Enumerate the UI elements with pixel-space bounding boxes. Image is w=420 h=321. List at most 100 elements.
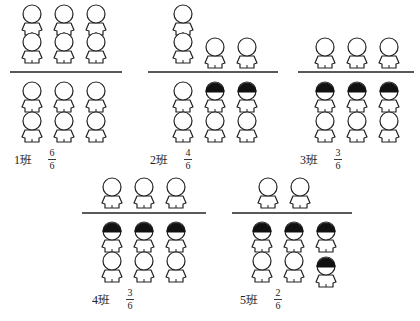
- figure-body: [315, 100, 335, 112]
- figure-head: [135, 252, 153, 270]
- figure-head: [135, 178, 153, 196]
- boy-figure: [173, 112, 193, 142]
- fraction-numerator: 6: [50, 148, 55, 158]
- boy-figure: [54, 112, 74, 142]
- figure-body: [316, 275, 336, 287]
- boy-figure: [102, 252, 122, 282]
- figure-head: [174, 33, 192, 51]
- figure-head: [55, 33, 73, 51]
- figure-head: [348, 38, 366, 56]
- figure-head: [285, 252, 303, 270]
- figure-legs: [247, 139, 248, 142]
- figure-head: [380, 82, 398, 100]
- boy-figure: [22, 5, 42, 35]
- figure-legs: [215, 65, 216, 68]
- figure-hair: [317, 223, 335, 232]
- boy-figure: [347, 112, 367, 142]
- boy-figure: [86, 33, 106, 63]
- boy-figure: [205, 112, 225, 142]
- girl-figure: [379, 82, 399, 112]
- figure-head: [174, 82, 192, 100]
- figure-legs: [32, 60, 33, 63]
- boy-figure: [22, 33, 42, 63]
- figure-head: [259, 178, 277, 196]
- figure-head: [291, 178, 309, 196]
- girl-figure: [284, 222, 304, 252]
- figure-legs: [357, 65, 358, 68]
- figure-head: [23, 33, 41, 51]
- boy-figure: [54, 33, 74, 63]
- boy-figure: [54, 5, 74, 35]
- figure-head: [23, 5, 41, 23]
- figure-head: [167, 252, 185, 270]
- figure-hair: [317, 258, 335, 267]
- figure-body: [86, 51, 106, 63]
- figure-body: [102, 196, 122, 208]
- figure-head: [316, 38, 334, 56]
- girl-figure: [237, 82, 257, 112]
- figure-body: [166, 196, 186, 208]
- figure-legs: [325, 65, 326, 68]
- figure-body: [379, 130, 399, 142]
- figure-head: [55, 5, 73, 23]
- fraction-denominator: 6: [276, 301, 281, 311]
- figure-body: [258, 196, 278, 208]
- figure-legs: [325, 139, 326, 142]
- figure-hair: [206, 83, 224, 92]
- boy-figure: [22, 82, 42, 112]
- figure-body: [315, 130, 335, 142]
- girl-figure: [134, 222, 154, 252]
- girl-figure: [205, 82, 225, 112]
- figure-hair: [238, 83, 256, 92]
- fraction-numerator: 4: [186, 148, 191, 158]
- divider-line: [232, 212, 352, 213]
- figure-body: [22, 130, 42, 142]
- figure-head: [316, 112, 334, 130]
- figure-head: [23, 82, 41, 100]
- figure-head: [253, 222, 271, 240]
- figure-hair: [167, 223, 185, 232]
- figure-hair: [285, 223, 303, 232]
- figure-body: [22, 51, 42, 63]
- figure-head: [103, 178, 121, 196]
- figure-body: [237, 56, 257, 68]
- figure-head: [380, 38, 398, 56]
- figure-body: [173, 51, 193, 63]
- figure-legs: [176, 279, 177, 282]
- figure-body: [290, 196, 310, 208]
- figure-body: [284, 240, 304, 252]
- figure-legs: [357, 139, 358, 142]
- figure-legs: [326, 249, 327, 252]
- boy-figure: [134, 178, 154, 208]
- figure-head: [55, 82, 73, 100]
- figure-legs: [294, 279, 295, 282]
- class-label: 5班: [240, 294, 258, 306]
- figure-head: [348, 82, 366, 100]
- figure-body: [252, 270, 272, 282]
- figure-head: [206, 82, 224, 100]
- figure-body: [379, 56, 399, 68]
- figure-head: [167, 178, 185, 196]
- class-label: 4班: [92, 294, 110, 306]
- divider-line: [82, 212, 206, 213]
- figure-legs: [389, 65, 390, 68]
- figure-legs: [64, 139, 65, 142]
- figure-head: [285, 222, 303, 240]
- figure-body: [173, 130, 193, 142]
- divider-line: [148, 71, 278, 72]
- figure-body: [252, 240, 272, 252]
- divider-line: [298, 71, 414, 72]
- boy-figure: [22, 112, 42, 142]
- figure-body: [54, 100, 74, 112]
- boy-figure: [54, 82, 74, 112]
- figure-legs: [144, 205, 145, 208]
- figure-legs: [176, 205, 177, 208]
- fraction-bar: [334, 159, 342, 160]
- figure-head: [206, 38, 224, 56]
- figure-head: [87, 82, 105, 100]
- fraction-bar: [126, 299, 134, 300]
- figure-body: [134, 240, 154, 252]
- figure-legs: [183, 60, 184, 63]
- fraction-denominator: 6: [336, 161, 341, 171]
- figure-body: [315, 56, 335, 68]
